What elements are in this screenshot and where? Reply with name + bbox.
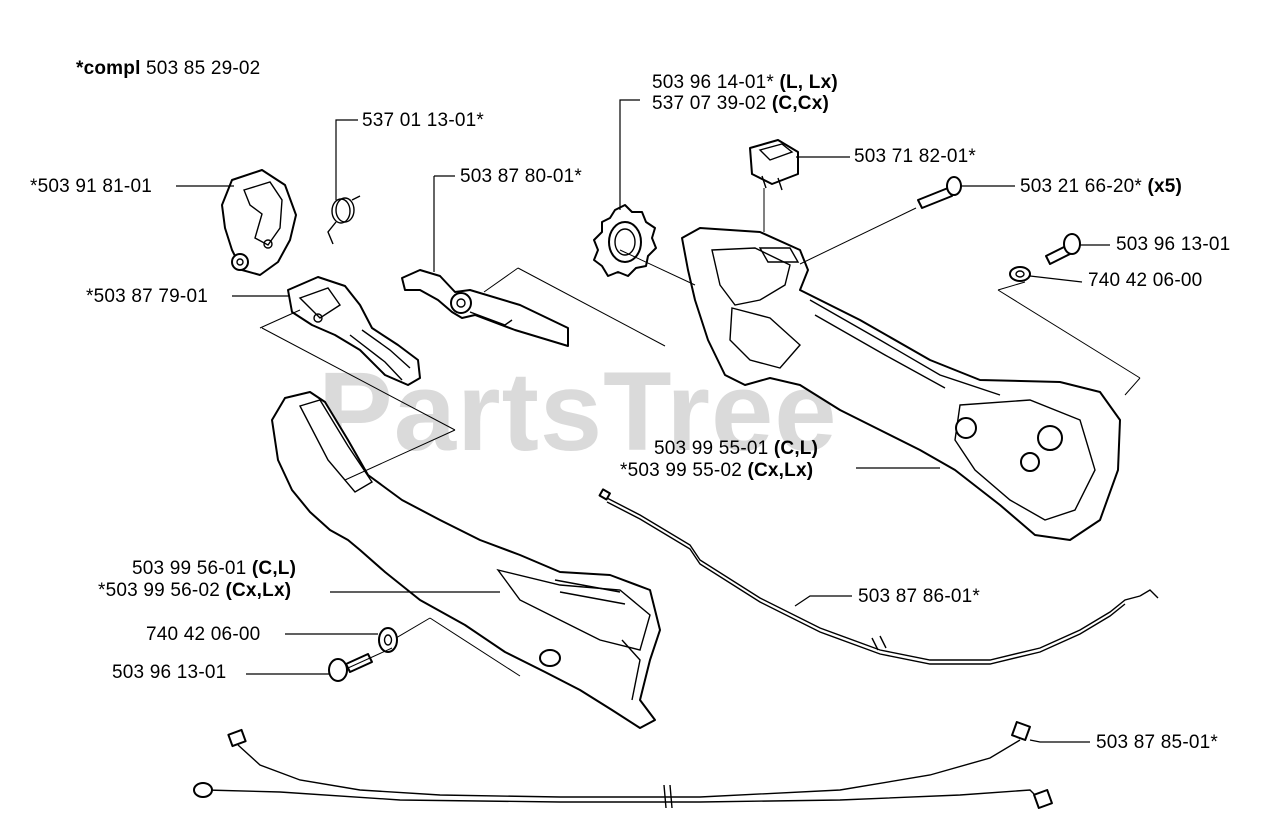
- label-740420600-bottom[interactable]: 740 42 06-00: [146, 624, 261, 645]
- part-number: 503 96 14-01*: [652, 72, 774, 93]
- part-number: 503 99 55-01: [654, 438, 769, 459]
- spring-part[interactable]: [327, 195, 361, 245]
- label-740420600-top[interactable]: 740 42 06-00: [1088, 270, 1203, 291]
- gear-ring-part[interactable]: [593, 204, 657, 277]
- wire-harness-part[interactable]: [193, 721, 1053, 809]
- label-503995602[interactable]: *503 99 56-02 (Cx,Lx): [98, 580, 291, 602]
- screw-top-part[interactable]: [1045, 233, 1081, 265]
- part-number: 503 99 56-01: [132, 558, 247, 579]
- label-503995601[interactable]: 503 99 56-01 (C,L): [132, 558, 296, 580]
- compl-number: 503 85 29-02: [146, 58, 261, 79]
- screw-bottom-part[interactable]: [328, 653, 373, 682]
- label-503918101[interactable]: *503 91 81-01: [30, 176, 152, 197]
- label-503878601[interactable]: 503 87 86-01*: [858, 586, 980, 607]
- washer-top-part[interactable]: [1009, 266, 1031, 282]
- switch-part[interactable]: [749, 139, 799, 191]
- label-503878001[interactable]: 503 87 80-01*: [460, 166, 582, 187]
- label-503879701[interactable]: *503 87 79-01: [86, 286, 208, 307]
- label-503216620[interactable]: 503 21 66-20* (x5): [1020, 176, 1182, 198]
- cover-bracket-part[interactable]: [221, 169, 297, 276]
- part-number: 503 21 66-20*: [1020, 176, 1142, 197]
- label-503995502[interactable]: *503 99 55-02 (Cx,Lx): [620, 460, 813, 482]
- washer-bottom-part[interactable]: [378, 627, 398, 653]
- throttle-cable-part[interactable]: [598, 488, 1159, 665]
- variant: (C,L): [773, 438, 819, 459]
- assembly-lines: [259, 188, 1141, 677]
- compl-prefix: *compl: [76, 58, 141, 79]
- variant: (Cx,Lx): [747, 460, 814, 481]
- label-503961401[interactable]: 503 96 14-01* (L, Lx): [652, 72, 838, 94]
- variant: (C,Cx): [771, 93, 830, 114]
- left-handle-half-part[interactable]: [271, 391, 661, 729]
- label-537011301[interactable]: 537 01 13-01*: [362, 110, 484, 131]
- compl-label: *compl 503 85 29-02: [76, 58, 260, 80]
- label-537073902[interactable]: 537 07 39-02 (C,Cx): [652, 93, 829, 115]
- part-number: *503 99 56-02: [98, 580, 220, 601]
- variant: (x5): [1147, 176, 1183, 197]
- label-503961301-bottom[interactable]: 503 96 13-01: [112, 662, 227, 683]
- leader-lines: [176, 99, 1110, 743]
- right-handle-half-part[interactable]: [681, 227, 1121, 541]
- label-503961301-top[interactable]: 503 96 13-01: [1116, 234, 1231, 255]
- variant: (Cx,Lx): [225, 580, 292, 601]
- label-503878501[interactable]: 503 87 85-01*: [1096, 732, 1218, 753]
- part-number: 537 07 39-02: [652, 93, 767, 114]
- label-503995501[interactable]: 503 99 55-01 (C,L): [654, 438, 818, 460]
- part-number: *503 99 55-02: [620, 460, 742, 481]
- throttle-trigger-part[interactable]: [287, 276, 421, 386]
- label-503718201[interactable]: 503 71 82-01*: [854, 146, 976, 167]
- throttle-lever-part[interactable]: [401, 269, 569, 347]
- variant: (L, Lx): [779, 72, 838, 93]
- screw-part[interactable]: [917, 176, 962, 209]
- variant: (C,L): [251, 558, 297, 579]
